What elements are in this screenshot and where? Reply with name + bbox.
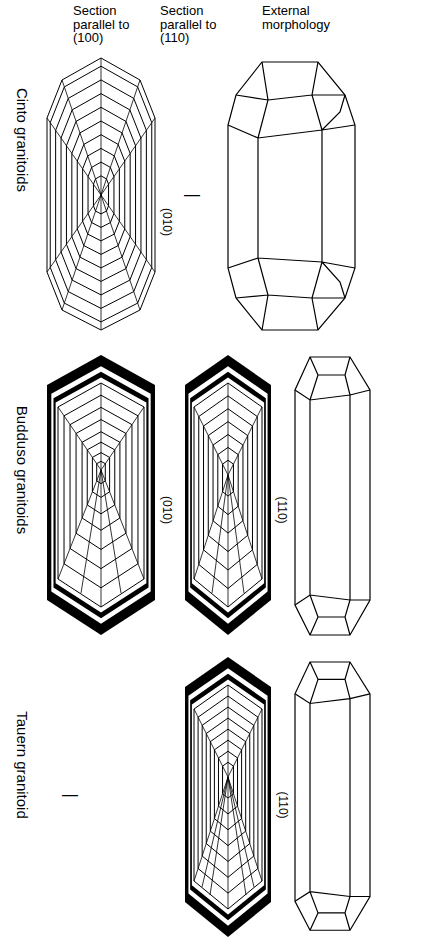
crystal-morphology	[295, 357, 370, 635]
crystal-morphology	[228, 62, 355, 330]
zoned-core	[58, 383, 144, 607]
empty-cell-dash: —	[62, 787, 78, 804]
face-label: (110)	[276, 496, 289, 523]
column-header: Section parallel to (100)	[73, 4, 133, 45]
column-header: Section parallel to (110)	[160, 4, 220, 45]
row-label: Budduso granitoids	[14, 406, 30, 534]
zoned-section	[185, 657, 271, 937]
row-label: Tauern granitoid	[14, 711, 30, 819]
zoned-section	[185, 355, 271, 635]
row-label: Cinto granitoids	[14, 88, 30, 192]
face-label: (010)	[161, 496, 174, 524]
column-header: External morphology	[262, 4, 352, 31]
zoned-section	[47, 355, 155, 635]
zoned-section	[47, 58, 155, 330]
crystal-morphology	[295, 662, 370, 930]
face-label: (110)	[277, 791, 290, 818]
zoned-core	[194, 685, 262, 909]
face-label: (010)	[161, 208, 174, 236]
empty-cell-dash: —	[184, 187, 200, 204]
zoned-core	[194, 383, 262, 607]
